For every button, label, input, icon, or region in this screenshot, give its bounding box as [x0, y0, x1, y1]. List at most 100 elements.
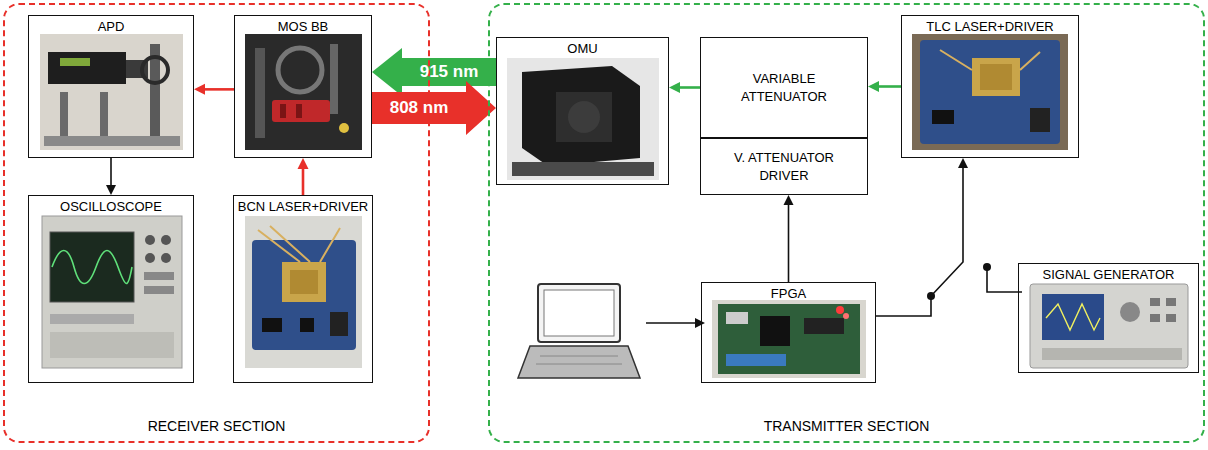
illustration-part	[718, 304, 860, 374]
illustration-part	[145, 253, 155, 263]
illustration-part	[1042, 348, 1182, 360]
process-box: VARIABLE ATTENUATOR	[700, 37, 868, 138]
illustration-part	[330, 312, 348, 336]
device-box: OSCILLOSCOPE	[28, 195, 194, 383]
box-title: VARIABLE ATTENUATOR	[724, 70, 844, 105]
laptop-icon	[518, 284, 705, 378]
illustration-part	[60, 92, 68, 142]
illustration-part	[1150, 298, 1160, 306]
illustration-part	[142, 57, 168, 83]
illustration-part	[920, 40, 1060, 144]
illustration-part	[161, 235, 171, 245]
illustration-part	[296, 104, 302, 118]
illustration-part	[540, 356, 618, 357]
illustration-part	[536, 364, 622, 365]
illustration-part	[912, 34, 1068, 150]
illustration-part	[646, 322, 697, 324]
device-box: APD	[28, 15, 194, 158]
illustration-part	[48, 52, 126, 84]
illustration-part	[940, 50, 1040, 70]
illustration-part	[1120, 302, 1140, 322]
illustration-part	[1030, 108, 1050, 132]
box-title: SIGNAL GENERATOR	[1019, 264, 1198, 282]
box-title: TLC LASER+DRIVER	[902, 16, 1078, 34]
illustration-part	[1042, 294, 1104, 340]
illustration-part	[145, 235, 155, 245]
omu-photo	[507, 58, 659, 180]
illustration-part	[44, 136, 180, 146]
connector-line	[878, 85, 901, 88]
illustration-part	[245, 216, 362, 368]
illustration-part	[300, 318, 314, 332]
wavelength-label: 915 nm	[420, 62, 479, 82]
connector-line	[679, 86, 700, 89]
box-title: APD	[29, 16, 193, 34]
illustration-part	[522, 66, 640, 166]
oscilloscope-photo	[42, 216, 182, 368]
receiver-section: RECEIVER SECTIONAPDMOS BBOSCILLOSCOPEBCN…	[3, 3, 430, 443]
illustration-part	[804, 318, 844, 334]
process-box: V. ATTENUATOR DRIVER	[700, 138, 868, 195]
illustration-part	[245, 34, 362, 150]
box-title: OMU	[497, 38, 668, 56]
illustration-part	[1046, 304, 1100, 330]
illustration-part	[100, 92, 108, 142]
illustration-part	[987, 267, 1022, 292]
illustration-part	[258, 226, 340, 262]
illustration-part	[712, 300, 866, 378]
transmitter-section: TRANSMITTER SECTION OMU VARIABLE ATTENUATO…	[488, 3, 1205, 443]
connector-line	[302, 168, 305, 195]
illustration-part	[278, 48, 322, 92]
beam-arrow	[372, 48, 496, 96]
tlc-laser-photo	[912, 34, 1068, 150]
illustration-part	[726, 312, 748, 324]
arrow-head	[868, 81, 879, 92]
illustration-part	[60, 58, 90, 66]
illustration-part	[280, 104, 286, 118]
arrow-head	[958, 158, 968, 168]
bcn-laser-photo	[245, 216, 362, 368]
box-title: FPGA	[702, 283, 875, 301]
illustration-part	[330, 44, 338, 114]
illustration-part	[42, 216, 182, 368]
connector	[784, 195, 794, 282]
connector-line	[876, 167, 963, 316]
device-box: OMU	[496, 37, 669, 185]
illustration-part	[972, 58, 1020, 96]
illustration-part	[726, 354, 786, 366]
illustration-part	[556, 92, 612, 142]
illustration-part	[1166, 298, 1176, 306]
illustration-part	[1166, 314, 1176, 322]
illustration-part	[262, 318, 282, 332]
illustration-part	[1030, 284, 1188, 368]
signal-generator-photo	[1030, 284, 1188, 368]
illustration-part	[40, 34, 183, 150]
illustration-part	[144, 272, 174, 280]
box-title: BCN LASER+DRIVER	[234, 196, 372, 214]
section-label: TRANSMITTER SECTION	[490, 418, 1203, 434]
illustration-part	[695, 318, 705, 328]
illustration-part	[50, 332, 174, 358]
illustration-part	[518, 346, 640, 378]
illustration-part	[760, 316, 790, 346]
beam-arrow-shape	[372, 81, 496, 135]
box-title: MOS BB	[235, 16, 371, 34]
device-box: SIGNAL GENERATOR	[1018, 263, 1199, 373]
mos-bb-photo	[245, 34, 362, 150]
illustration-part	[538, 284, 620, 342]
illustration-part	[568, 101, 600, 133]
illustration-part	[836, 306, 844, 314]
arrow-head	[106, 185, 116, 195]
illustration-part	[255, 48, 265, 138]
wavelength-label: 808 nm	[390, 98, 449, 118]
illustration-part	[52, 251, 132, 284]
illustration-part	[50, 232, 134, 302]
illustration-part	[272, 100, 330, 122]
device-box: MOS BB	[234, 15, 372, 158]
device-box: FPGA	[701, 282, 876, 383]
illustration-part	[1150, 314, 1160, 322]
arrow-head	[784, 195, 794, 205]
beam-arrow-shape	[372, 48, 496, 96]
box-title: OSCILLOSCOPE	[29, 196, 193, 214]
illustration-part	[282, 262, 326, 302]
